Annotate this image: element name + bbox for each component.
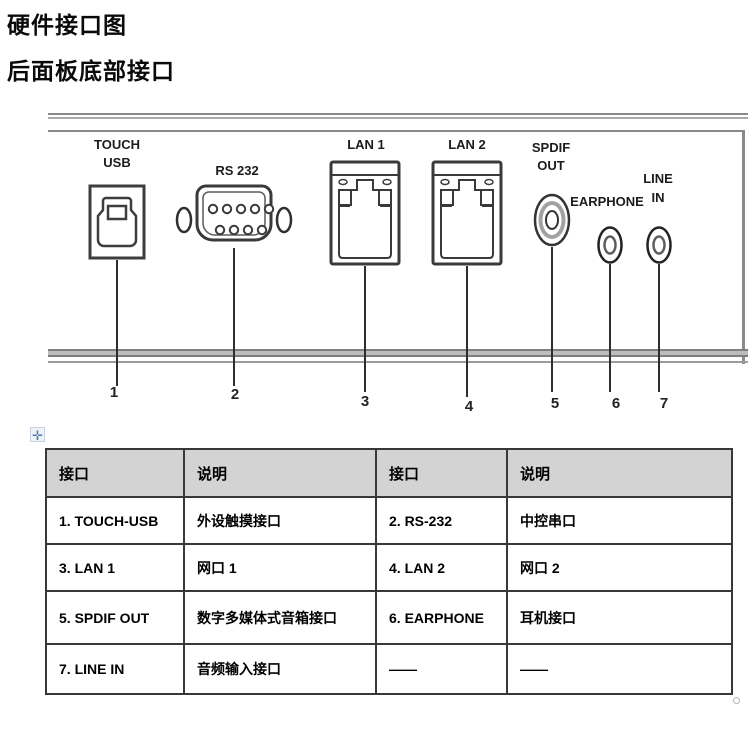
port-number-1: 1 — [109, 384, 119, 401]
cell-lan2: 4. LAN 2 — [375, 543, 508, 592]
lan2-label: LAN 2 — [448, 137, 486, 152]
line-in-jack-icon — [646, 226, 672, 264]
cell-spdif: 5. SPDIF OUT — [45, 590, 185, 645]
leader-line-3 — [364, 266, 366, 392]
cell-empty-dash-2: —— — [506, 643, 733, 695]
cell-lan1-desc: 网口 1 — [183, 543, 377, 592]
chassis-bottom-groove-line — [48, 361, 748, 363]
cell-earphone-desc: 耳机接口 — [506, 590, 733, 645]
leader-line-7 — [658, 264, 660, 392]
port-number-2: 2 — [230, 386, 240, 403]
cell-earphone: 6. EARPHONE — [375, 590, 508, 645]
leader-line-1 — [116, 260, 118, 386]
rj45-lan1-connector-icon — [329, 160, 401, 266]
table-row: 3. LAN 1 网口 1 4. LAN 2 网口 2 — [45, 543, 733, 592]
spdif-label-line1: SPDIF — [531, 140, 571, 155]
earphone-jack-icon — [597, 226, 623, 264]
table-row: 5. SPDIF OUT 数字多媒体式音箱接口 6. EARPHONE 耳机接口 — [45, 590, 733, 645]
table-row: 1. TOUCH-USB 外设触摸接口 2. RS-232 中控串口 — [45, 496, 733, 545]
table-row: 7. LINE IN 音频输入接口 —— —— — [45, 643, 733, 695]
table-resize-handle[interactable] — [733, 697, 740, 704]
table-move-handle-icon[interactable]: ✛ — [30, 427, 45, 443]
lan1-label: LAN 1 — [347, 137, 385, 152]
leader-line-2 — [233, 248, 235, 386]
cell-touch-usb: 1. TOUCH-USB — [45, 496, 185, 545]
table-header-row: 接口 说明 接口 说明 — [45, 448, 733, 498]
panel-bottom-edge-top — [48, 349, 748, 351]
panel-bottom-edge-bottom — [48, 355, 748, 357]
usb-b-connector-icon — [88, 184, 146, 260]
touch-usb-label-line2: USB — [103, 155, 131, 170]
cell-lan1: 3. LAN 1 — [45, 543, 185, 592]
cell-touch-usb-desc: 外设触摸接口 — [183, 496, 377, 545]
cell-line-in: 7. LINE IN — [45, 643, 185, 695]
spdif-rca-connector-icon — [533, 193, 571, 247]
touch-usb-label-line1: TOUCH — [94, 137, 140, 152]
rs232-label: RS 232 — [215, 163, 259, 178]
cell-line-in-desc: 音频输入接口 — [183, 643, 377, 695]
section-title: 后面板底部接口 — [7, 58, 175, 84]
port-number-7: 7 — [659, 395, 669, 412]
chassis-top-groove-line — [48, 113, 748, 115]
leader-line-4 — [466, 266, 468, 397]
header-interface-2: 接口 — [375, 448, 508, 498]
leader-line-5 — [551, 247, 553, 392]
rj45-lan2-connector-icon — [431, 160, 503, 266]
leader-line-6 — [609, 264, 611, 392]
port-number-3: 3 — [360, 393, 370, 410]
panel-top-edge — [48, 130, 745, 132]
header-description-1: 说明 — [183, 448, 377, 498]
spdif-label-line2: OUT — [537, 158, 565, 173]
cell-empty-dash-1: —— — [375, 643, 508, 695]
panel-bottom-edge-fill — [48, 351, 748, 355]
cell-lan2-desc: 网口 2 — [506, 543, 733, 592]
cell-rs232: 2. RS-232 — [375, 496, 508, 545]
earphone-label: EARPHONE — [570, 194, 644, 209]
cell-spdif-desc: 数字多媒体式音箱接口 — [183, 590, 377, 645]
port-number-6: 6 — [611, 395, 621, 412]
cell-rs232-desc: 中控串口 — [506, 496, 733, 545]
panel-right-edge — [742, 130, 745, 364]
line-in-label-line1: LINE — [643, 171, 673, 186]
port-number-4: 4 — [464, 398, 474, 415]
line-in-label-line2: IN — [651, 190, 665, 205]
chassis-top-groove-shadow — [48, 117, 748, 119]
port-number-5: 5 — [550, 395, 560, 412]
db9-serial-connector-icon — [175, 184, 293, 242]
interface-table: 接口 说明 接口 说明 1. TOUCH-USB 外设触摸接口 2. RS-23… — [45, 448, 733, 695]
page-title: 硬件接口图 — [7, 12, 127, 38]
header-interface-1: 接口 — [45, 448, 185, 498]
header-description-2: 说明 — [506, 448, 733, 498]
